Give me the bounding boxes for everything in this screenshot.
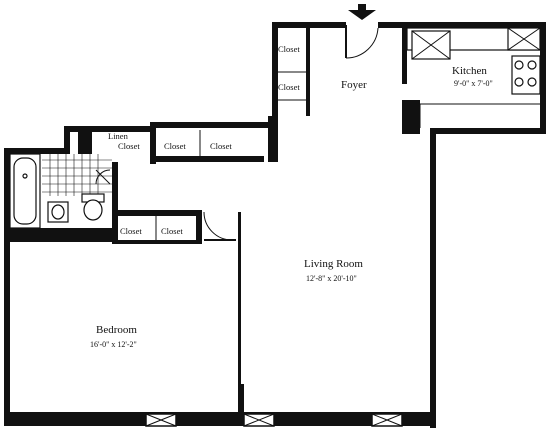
walls bbox=[4, 22, 546, 428]
closet-label-hall-left: Closet bbox=[164, 141, 186, 151]
closet-label-foyer-top: Closet bbox=[278, 44, 300, 54]
kitchen-label: Kitchen bbox=[452, 65, 487, 77]
living-room-dimensions: 12'-8" x 20'-10" bbox=[306, 274, 357, 283]
kitchen-counter bbox=[406, 27, 541, 128]
linen-closet-label-line2: Closet bbox=[118, 141, 140, 151]
kitchen-dimensions: 9'-0" x 7'-0" bbox=[454, 79, 493, 88]
closet-label-bedroom-left: Closet bbox=[120, 226, 142, 236]
window-icon bbox=[145, 413, 403, 427]
linen-closet-label-line1: Linen bbox=[108, 131, 129, 141]
closet-label-foyer-bottom: Closet bbox=[278, 82, 300, 92]
entry-arrow-icon bbox=[348, 4, 376, 20]
bedroom-dimensions: 16'-0" x 12'-2" bbox=[90, 340, 137, 349]
bedroom-door[interactable] bbox=[203, 211, 236, 241]
closet-label-bedroom-right: Closet bbox=[161, 226, 183, 236]
foyer-label: Foyer bbox=[341, 79, 367, 91]
bathroom bbox=[9, 153, 112, 229]
closet-label-hall-right: Closet bbox=[210, 141, 232, 151]
bedroom-label: Bedroom bbox=[96, 324, 137, 336]
front-door[interactable] bbox=[345, 25, 379, 59]
living-room-label: Living Room bbox=[304, 258, 363, 270]
